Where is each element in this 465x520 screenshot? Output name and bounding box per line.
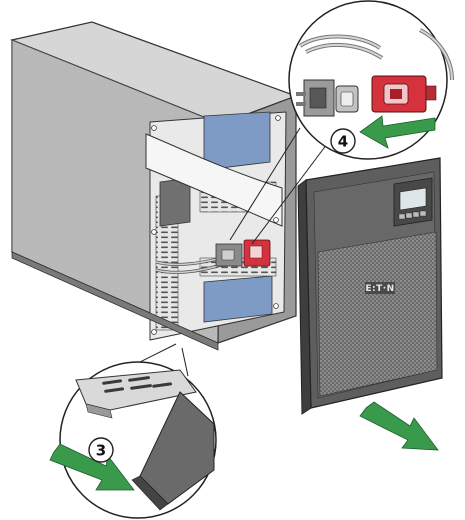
red-receptacle <box>371 75 437 113</box>
connector-plug-icon <box>296 79 359 117</box>
upper-blue-panel <box>203 111 271 171</box>
bracket-slots <box>102 376 173 393</box>
step-3-label: 3 <box>96 442 106 460</box>
latch-bracket <box>75 369 197 411</box>
ups-front-cover: E:T·N <box>297 157 443 451</box>
brand-logo-plate <box>365 282 395 294</box>
panel-buttons <box>398 210 427 220</box>
step-3-badge <box>88 437 114 463</box>
step-4-label: 4 <box>338 133 348 151</box>
pull-arrow-icon <box>359 401 439 451</box>
ribbon-cable <box>145 133 283 227</box>
pull-arrow-icon <box>359 115 436 149</box>
frame-screws <box>151 115 281 335</box>
lower-blue-panel <box>203 275 273 323</box>
callout-detail-latch: 3 <box>49 343 217 519</box>
lcd-screen <box>399 187 427 211</box>
callout-detail-connector: 4 <box>229 0 454 245</box>
cover-bottom-edge <box>139 391 215 505</box>
front-cover-mesh <box>317 231 438 397</box>
step-4-badge <box>330 128 356 154</box>
pull-arrow-icon <box>49 443 135 491</box>
ups-cabinet <box>9 21 298 351</box>
brand-logo: E:T·N <box>365 284 394 294</box>
lcd-control-panel <box>393 177 433 227</box>
upper-module <box>159 177 191 227</box>
callout-circle-top <box>288 0 448 160</box>
